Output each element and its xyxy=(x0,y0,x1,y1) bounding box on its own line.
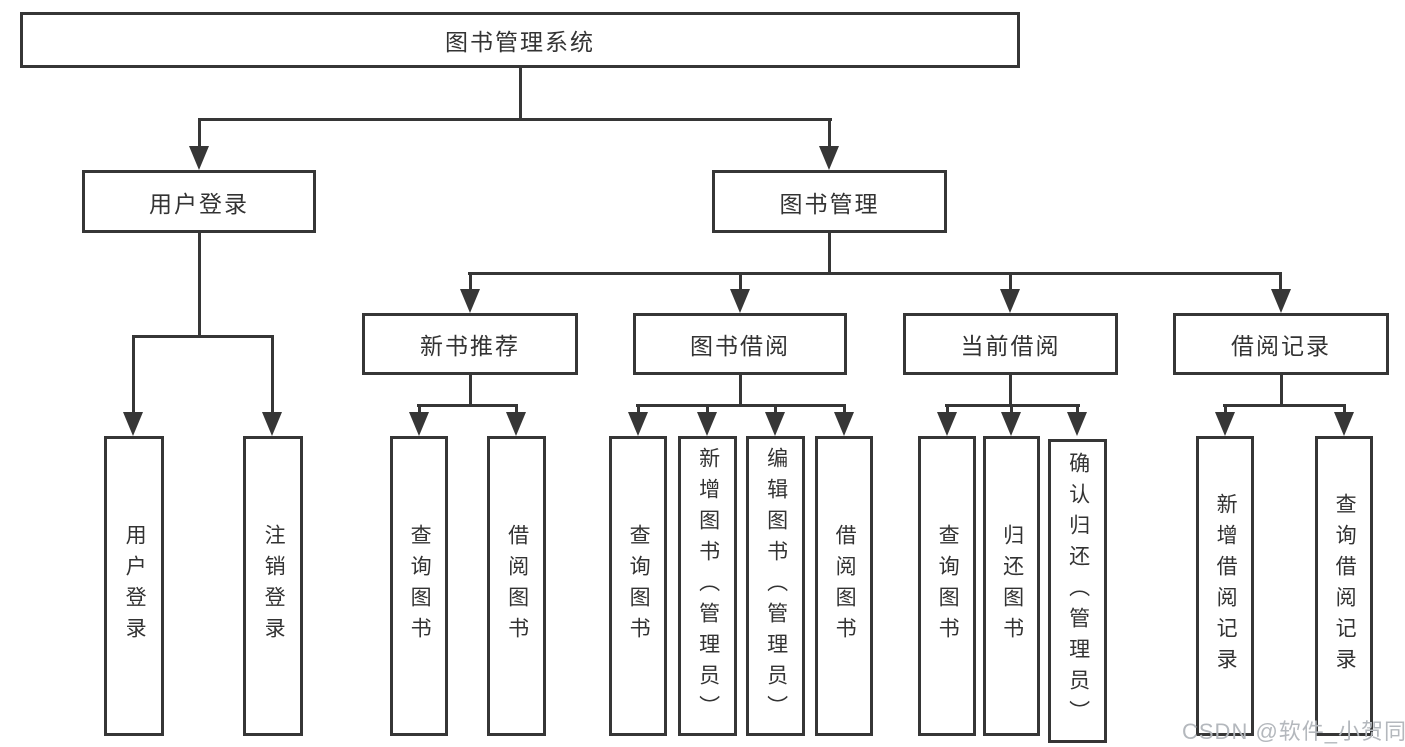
connector-book-mgmt-split xyxy=(468,272,1282,275)
node-book-borrowing: 图书借阅 xyxy=(633,313,847,375)
arrow-to-borrow-records xyxy=(1271,289,1291,313)
arrow-to-leaf-user-login xyxy=(123,412,143,436)
connector-to-leaf-logout xyxy=(271,335,274,415)
leaf-user-login: 用户登录 xyxy=(104,436,164,736)
connector-cb-stem xyxy=(1009,375,1012,406)
leaf-nbr-borrow-books: 借阅图书 xyxy=(487,436,546,736)
connector-to-cb-query xyxy=(946,404,949,416)
connector-to-nbr-borrow xyxy=(515,404,518,416)
node-book-management: 图书管理 xyxy=(712,170,947,233)
leaf-nbr-borrow-books-label: 借阅图书 xyxy=(505,524,529,648)
node-borrowing-records: 借阅记录 xyxy=(1173,313,1389,375)
connector-to-bb-query xyxy=(637,404,640,416)
connector-br-split xyxy=(1223,404,1346,407)
arrow-to-cb-query xyxy=(937,412,957,436)
connector-to-current-borrow xyxy=(1009,272,1012,294)
csdn-watermark: CSDN @软件_小贺同学 xyxy=(1182,719,1405,744)
leaf-bb-query-books: 查询图书 xyxy=(609,436,667,736)
connector-user-login-stem xyxy=(198,233,201,337)
connector-root-split xyxy=(198,118,832,121)
arrow-to-cb-confirm xyxy=(1067,412,1087,436)
arrow-to-current-borrow xyxy=(1000,289,1020,313)
arrow-to-cb-return xyxy=(1001,412,1021,436)
leaf-br-query-record-label: 查询借阅记录 xyxy=(1333,493,1357,679)
connector-br-stem xyxy=(1280,375,1283,406)
leaf-bb-add-books-label: 新增图书（管理员） xyxy=(696,446,720,726)
arrow-to-nbr-borrow xyxy=(506,412,526,436)
connector-to-bb-add xyxy=(706,404,709,416)
arrow-to-book-mgmt xyxy=(819,146,839,170)
connector-to-cb-confirm xyxy=(1076,404,1079,416)
node-current-borrowing-label: 当前借阅 xyxy=(960,333,1061,359)
arrow-to-user-login xyxy=(189,146,209,170)
leaf-bb-borrow-books: 借阅图书 xyxy=(815,436,873,736)
leaf-user-login-label: 用户登录 xyxy=(123,524,147,648)
leaf-logout-label: 注销登录 xyxy=(262,524,286,648)
node-user-login-label: 用户登录 xyxy=(149,190,249,217)
connector-user-login-split xyxy=(132,335,274,338)
leaf-bb-query-books-label: 查询图书 xyxy=(627,524,651,648)
connector-to-nbr-query xyxy=(418,404,421,416)
node-new-book-recommend-label: 新书推荐 xyxy=(420,333,520,359)
node-new-book-recommend: 新书推荐 xyxy=(362,313,578,375)
arrow-to-bb-query xyxy=(628,412,648,436)
leaf-bb-edit-books: 编辑图书（管理员） xyxy=(746,436,805,736)
leaf-nbr-query-books-label: 查询图书 xyxy=(408,524,432,648)
leaf-cb-confirm-return-label: 确认归还（管理员） xyxy=(1066,451,1090,731)
connector-to-br-add xyxy=(1224,404,1227,416)
arrow-to-leaf-logout xyxy=(262,412,282,436)
connector-nbr-split xyxy=(417,404,518,407)
leaf-cb-return-books: 归还图书 xyxy=(983,436,1040,736)
leaf-nbr-query-books: 查询图书 xyxy=(390,436,448,736)
arrow-to-bb-add xyxy=(697,412,717,436)
connector-root-stem xyxy=(519,68,522,120)
leaf-bb-add-books: 新增图书（管理员） xyxy=(678,436,737,736)
connector-to-new-book-rec xyxy=(469,272,472,294)
connector-book-mgmt-stem xyxy=(828,233,831,274)
leaf-br-add-record: 新增借阅记录 xyxy=(1196,436,1254,736)
connector-to-br-query xyxy=(1343,404,1346,416)
arrow-to-bb-borrow xyxy=(834,412,854,436)
connector-to-bb-edit xyxy=(774,404,777,416)
node-user-login: 用户登录 xyxy=(82,170,316,233)
node-library-management-system: 图书管理系统 xyxy=(20,12,1020,68)
arrow-to-bb-edit xyxy=(765,412,785,436)
arrow-to-br-query xyxy=(1334,412,1354,436)
leaf-bb-edit-books-label: 编辑图书（管理员） xyxy=(764,446,788,726)
connector-to-user-login xyxy=(198,118,201,150)
leaf-br-query-record: 查询借阅记录 xyxy=(1315,436,1373,736)
connector-to-book-mgmt xyxy=(828,118,831,150)
node-book-management-label: 图书管理 xyxy=(779,190,880,217)
node-book-borrowing-label: 图书借阅 xyxy=(690,333,790,359)
node-current-borrowing: 当前借阅 xyxy=(903,313,1118,375)
leaf-logout: 注销登录 xyxy=(243,436,303,736)
node-borrowing-records-label: 借阅记录 xyxy=(1231,333,1331,359)
leaf-cb-query-books-label: 查询图书 xyxy=(936,524,960,648)
leaf-cb-query-books: 查询图书 xyxy=(918,436,976,736)
connector-nbr-stem xyxy=(469,375,472,406)
connector-bb-stem xyxy=(739,375,742,406)
connector-bb-split xyxy=(636,404,846,407)
leaf-cb-return-books-label: 归还图书 xyxy=(1000,524,1024,648)
node-library-management-system-label: 图书管理系统 xyxy=(445,29,595,55)
leaf-br-add-record-label: 新增借阅记录 xyxy=(1214,493,1238,679)
arrow-to-nbr-query xyxy=(409,412,429,436)
connector-to-cb-return xyxy=(1010,404,1013,416)
arrow-to-br-add xyxy=(1215,412,1235,436)
leaf-bb-borrow-books-label: 借阅图书 xyxy=(833,524,857,648)
connector-to-book-borrow xyxy=(739,272,742,294)
arrow-to-book-borrow xyxy=(730,289,750,313)
leaf-cb-confirm-return: 确认归还（管理员） xyxy=(1048,439,1107,743)
connector-to-borrow-records xyxy=(1279,272,1282,294)
connector-to-leaf-user-login xyxy=(132,335,135,415)
connector-to-bb-borrow xyxy=(843,404,846,416)
arrow-to-new-book-rec xyxy=(460,289,480,313)
